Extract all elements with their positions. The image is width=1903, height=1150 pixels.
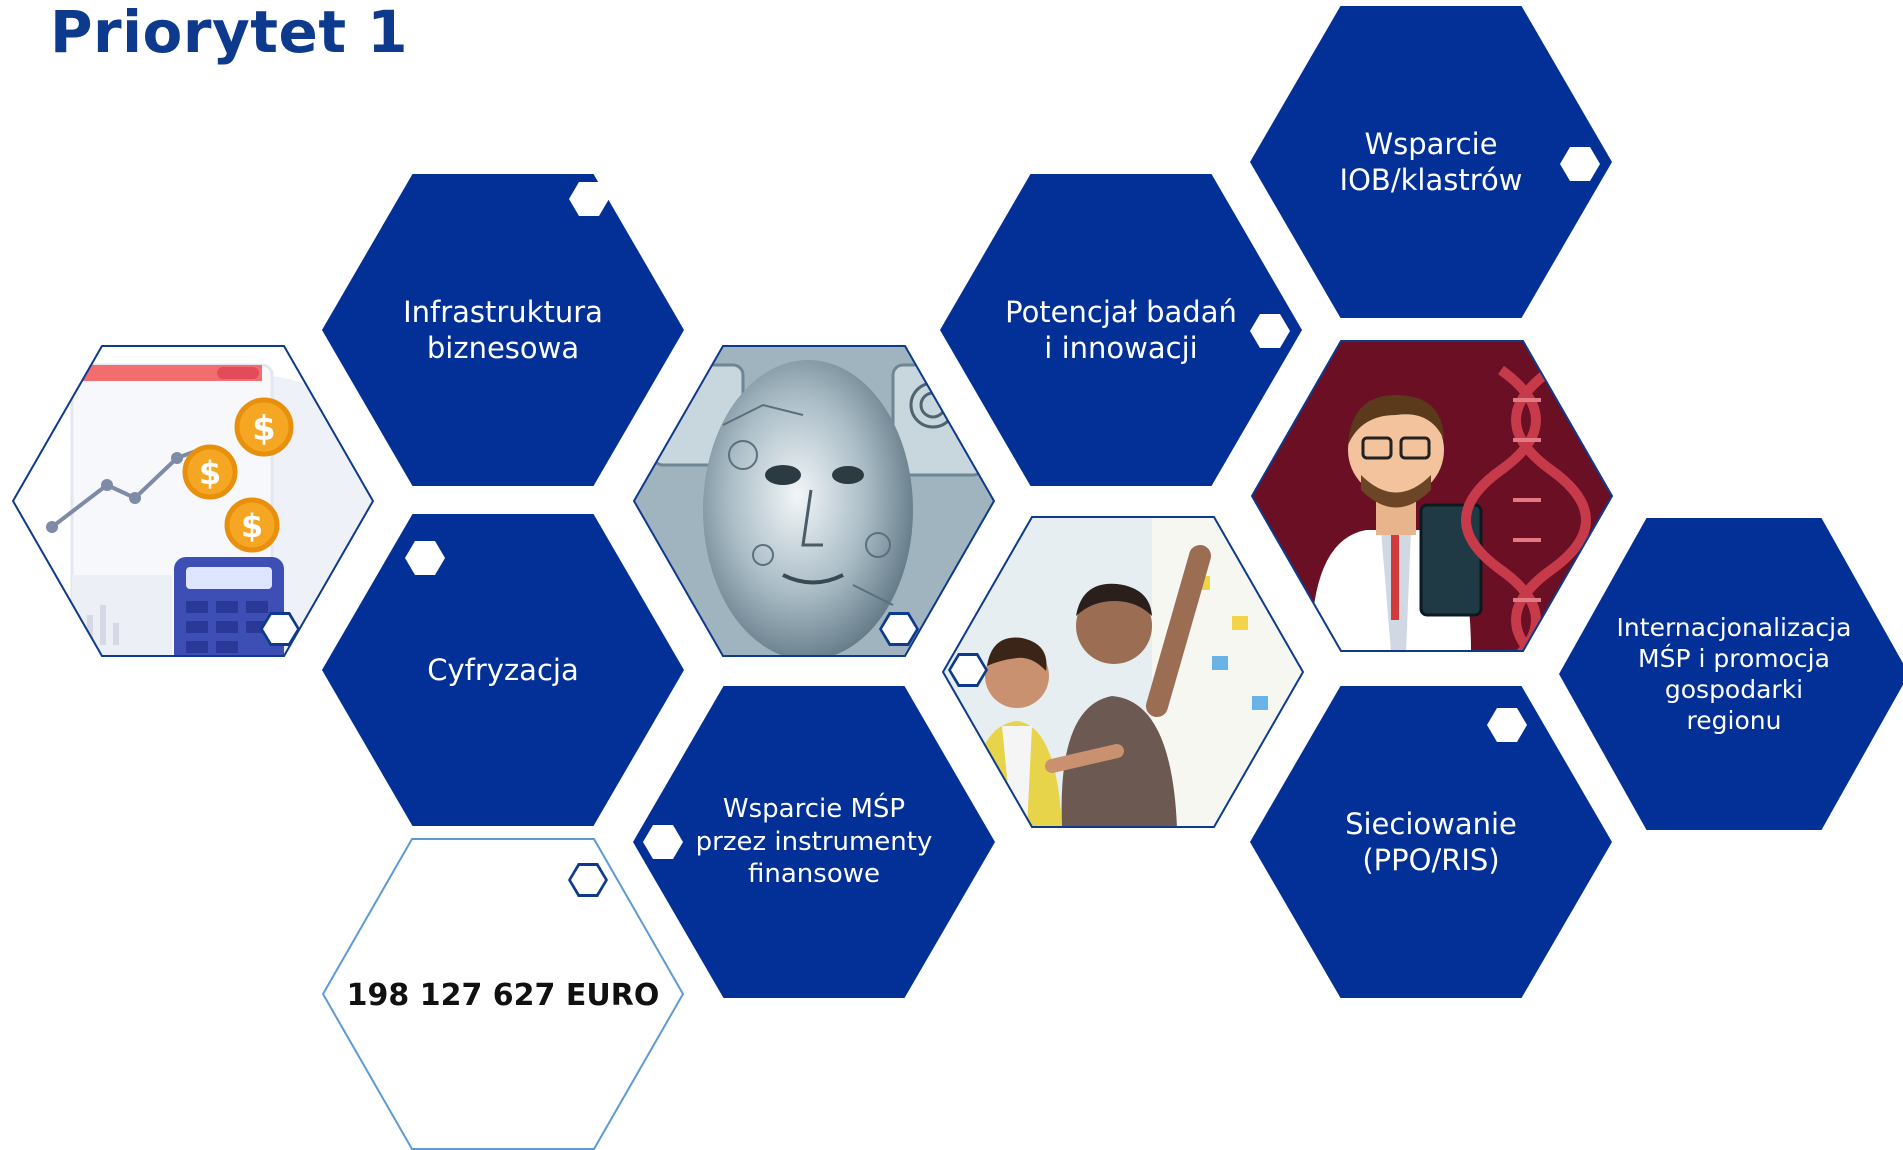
hex-wsparcie-msp: Wsparcie MŚP przez instrumenty finansowe — [633, 686, 995, 998]
hex-wsparcie-msp-label: Wsparcie MŚP przez instrumenty finansowe — [695, 794, 933, 890]
hex-cyfryzacja: Cyfryzacja — [322, 514, 684, 826]
svg-text:$: $ — [241, 507, 263, 545]
hex-potencjal-label: Potencjał badań i innowacji — [1005, 294, 1237, 365]
hex-infrastruktura-label: Infrastruktura biznesowa — [403, 294, 603, 365]
amount-label: 198 127 627 EURO — [346, 978, 660, 1013]
svg-text:$: $ — [199, 454, 221, 492]
mini-hex-icon — [405, 541, 445, 575]
hex-cyfryzacja-label: Cyfryzacja — [427, 652, 579, 687]
hex-internacjonalizacja-label: Internacjonalizacja MŚP i promocja gospo… — [1616, 612, 1852, 736]
mini-hex-icon — [948, 653, 988, 687]
team-whiteboard-icon — [942, 516, 1304, 828]
hex-wsparcie-iob-label: Wsparcie IOB/klastrów — [1339, 126, 1523, 197]
mini-hex-icon — [569, 182, 609, 216]
scientist-dna-icon — [1251, 340, 1613, 652]
finance-chart-icon: $ $ $ — [12, 345, 374, 657]
hex-sieciowanie-label: Sieciowanie (PPO/RIS) — [1345, 806, 1517, 877]
mini-hex-icon — [643, 825, 683, 859]
hex-wsparcie-iob: Wsparcie IOB/klastrów — [1250, 6, 1612, 318]
svg-text:$: $ — [252, 409, 276, 449]
ai-face-icon — [633, 345, 995, 657]
page-title: Priorytet 1 — [50, 0, 409, 66]
hex-infrastruktura: Infrastruktura biznesowa — [322, 174, 684, 486]
mini-hex-icon — [879, 612, 919, 646]
hex-sieciowanie: Sieciowanie (PPO/RIS) — [1250, 686, 1612, 998]
mini-hex-icon — [260, 612, 300, 646]
mini-hex-icon — [568, 863, 608, 897]
